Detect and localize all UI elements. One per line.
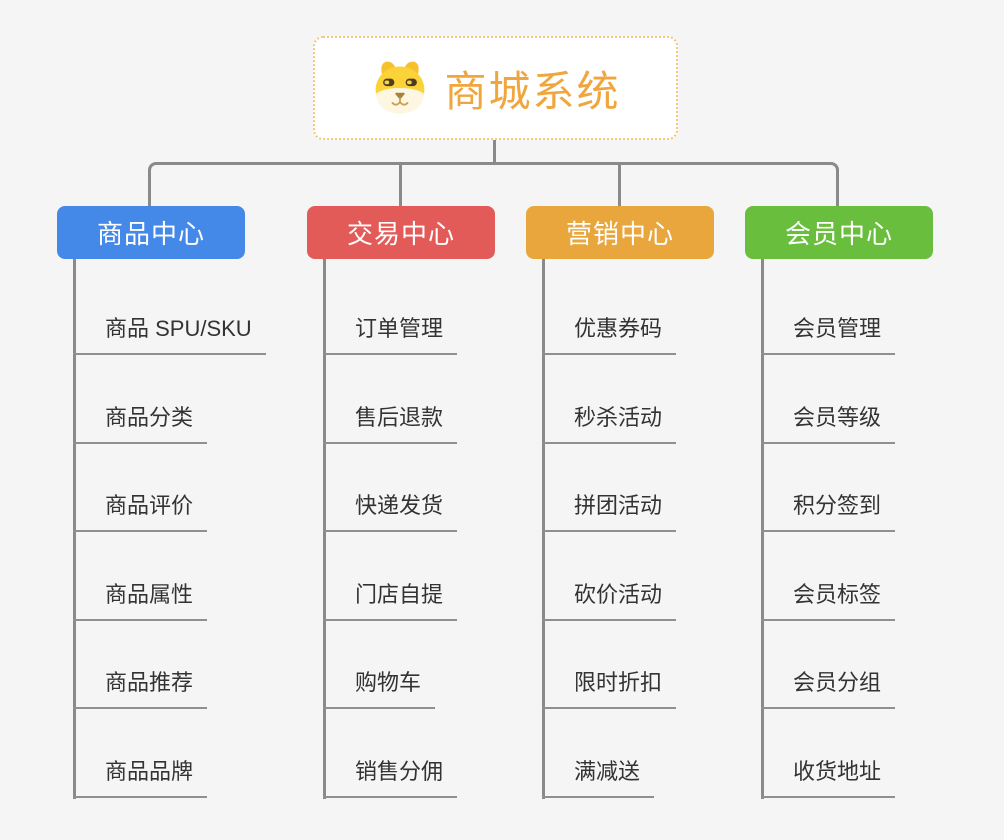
branch-topic-product[interactable]: 商品中心 <box>57 206 245 259</box>
leaf-topic[interactable]: 拼团活动 <box>542 491 677 532</box>
leaf-topic[interactable]: 门店自提 <box>323 580 458 621</box>
leaf-topic[interactable]: 积分签到 <box>761 491 896 532</box>
branch-corner-right-line <box>821 162 839 207</box>
branch-topic-trade[interactable]: 交易中心 <box>307 206 495 259</box>
leaf-topic[interactable]: 会员标签 <box>761 580 896 621</box>
root-topic-label: 商城系统 <box>444 67 621 115</box>
leaf-topic[interactable]: 会员等级 <box>761 403 896 444</box>
leaf-topic[interactable]: 商品评价 <box>73 491 208 532</box>
branch-drop-line-2 <box>399 162 402 207</box>
leaf-topic[interactable]: 商品属性 <box>73 580 208 621</box>
branch-drop-line-3 <box>618 162 621 207</box>
leaf-topic[interactable]: 优惠券码 <box>542 314 677 355</box>
column-rail-line <box>542 258 545 799</box>
root-topic[interactable]: 商城系统 <box>313 36 678 140</box>
leaf-topic[interactable]: 商品品牌 <box>73 757 208 798</box>
leaf-topic[interactable]: 砍价活动 <box>542 580 677 621</box>
leaf-topic[interactable]: 会员分组 <box>761 668 896 709</box>
branch-horizontal-line <box>158 162 828 165</box>
leaf-topic[interactable]: 商品推荐 <box>73 668 208 709</box>
leaf-topic[interactable]: 秒杀活动 <box>542 403 677 444</box>
leaf-topic[interactable]: 商品分类 <box>73 403 208 444</box>
leaf-topic[interactable]: 满减送 <box>542 757 655 798</box>
leaf-topic[interactable]: 快递发货 <box>323 491 458 532</box>
dog-face-icon <box>376 61 425 114</box>
branch-corner-left-line <box>148 162 166 207</box>
leaf-topic[interactable]: 订单管理 <box>323 314 458 355</box>
leaf-topic[interactable]: 限时折扣 <box>542 668 677 709</box>
column-rail-line <box>73 258 76 799</box>
leaf-topic[interactable]: 会员管理 <box>761 314 896 355</box>
leaf-topic[interactable]: 销售分佣 <box>323 757 458 798</box>
branch-topic-marketing[interactable]: 营销中心 <box>526 206 714 259</box>
leaf-topic[interactable]: 购物车 <box>323 668 436 709</box>
root-stem-line <box>493 140 496 165</box>
column-rail-line <box>761 258 764 799</box>
leaf-topic[interactable]: 收货地址 <box>761 757 896 798</box>
branch-topic-member[interactable]: 会员中心 <box>745 206 933 259</box>
leaf-topic[interactable]: 商品 SPU/SKU <box>73 314 266 355</box>
leaf-topic[interactable]: 售后退款 <box>323 403 458 444</box>
column-rail-line <box>323 258 326 799</box>
